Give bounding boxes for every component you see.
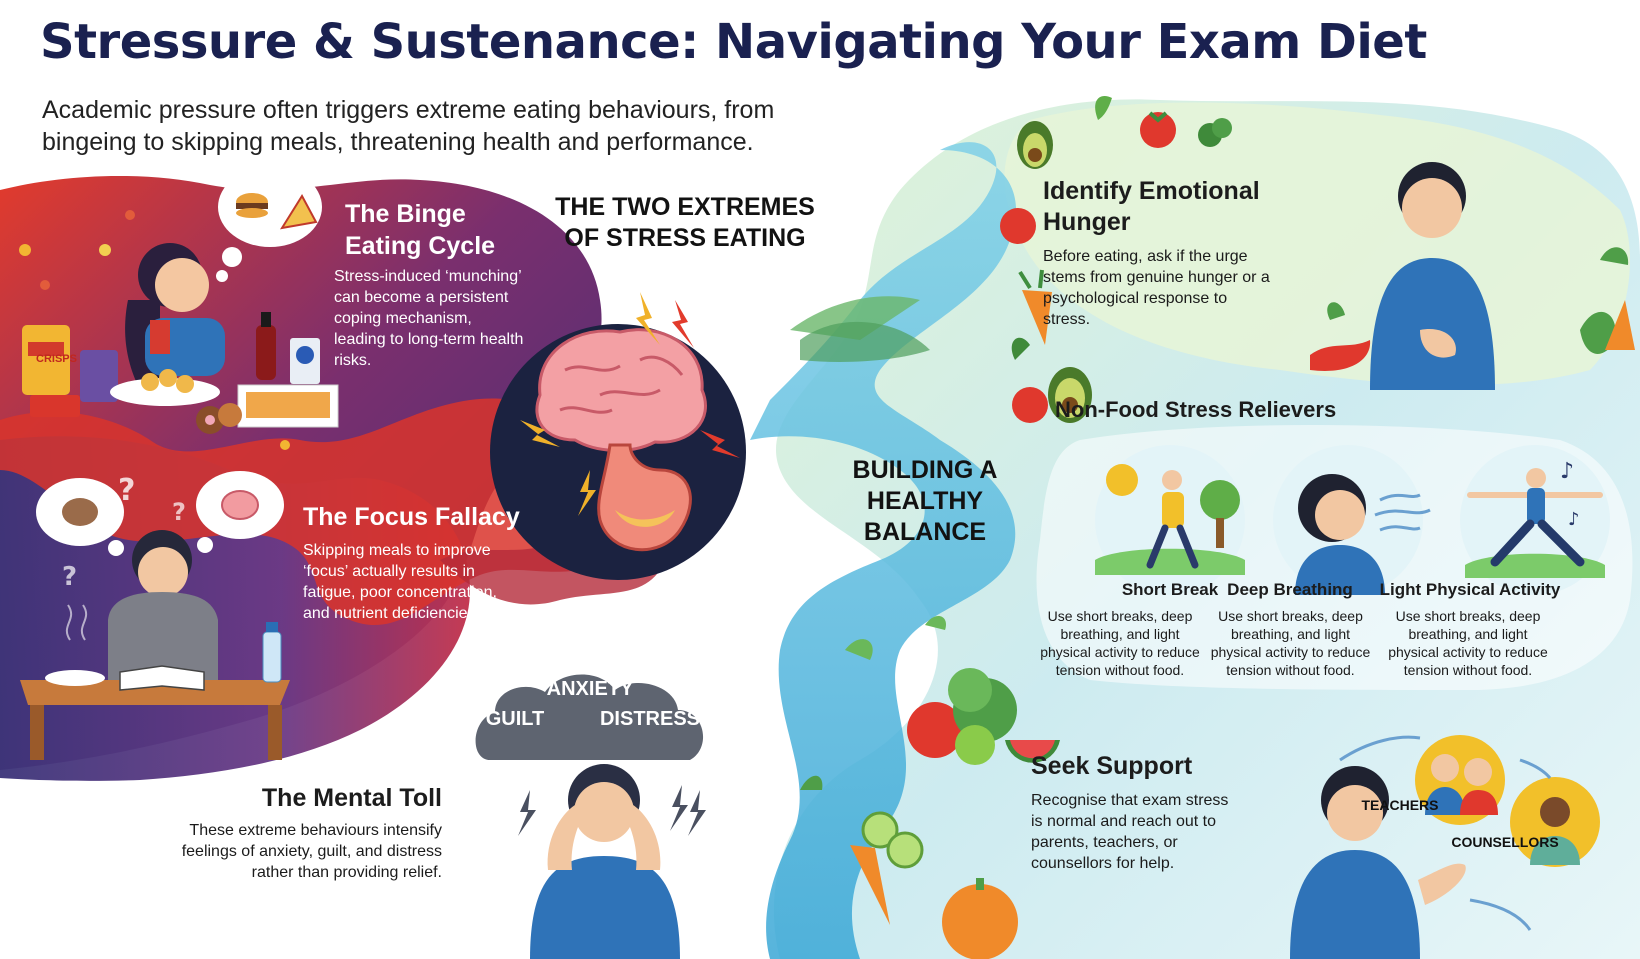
- emotional-hunger-description: Before eating, ask if the urge stems fro…: [1043, 248, 1270, 328]
- binge-eating-illustration: [19, 167, 339, 450]
- binge-title: The Binge Eating Cycle: [345, 200, 496, 260]
- teachers-label: TEACHERS: [1361, 797, 1439, 813]
- short-break-description: Use short breaks, deep breathing, and li…: [1040, 608, 1200, 678]
- light-activity-label: Light Physical Activity: [1379, 580, 1561, 599]
- deep-breathing-description: Use short breaks, deep breathing, and li…: [1210, 608, 1371, 678]
- emotional-hunger-title: Identify Emotional Hunger: [1043, 177, 1260, 236]
- deep-breathing-illustration: [1273, 445, 1431, 595]
- cloud-word-anxiety: ANXIETY: [546, 678, 634, 700]
- svg-text:?: ?: [118, 473, 135, 508]
- page-subtitle: Academic pressure often triggers extreme…: [42, 96, 775, 156]
- seek-support-description: Recognise that exam stress is normal and…: [1031, 792, 1229, 872]
- mental-toll-illustration: [475, 674, 706, 959]
- deep-breathing-label: Deep Breathing: [1227, 580, 1353, 599]
- river-illustration: [750, 142, 1017, 959]
- support-illustration: [1290, 735, 1600, 959]
- light-activity-illustration: ♪ ♪: [1460, 445, 1610, 595]
- stress-relievers-title: Non-Food Stress Relievers: [1055, 397, 1337, 422]
- binge-description: Stress-induced ‘munching’ can become a p…: [334, 268, 524, 369]
- cloud-word-distress: DISTRESS: [599, 708, 701, 730]
- light-activity-description: Use short breaks, deep breathing, and li…: [1388, 608, 1548, 678]
- short-break-illustration: [1095, 445, 1245, 595]
- healthy-food-illustration: [800, 615, 1060, 959]
- svg-text:?: ?: [172, 498, 186, 526]
- counsellors-label: COUNSELLORS: [1451, 834, 1559, 850]
- svg-text:♪: ♪: [1568, 509, 1580, 530]
- svg-text:?: ?: [62, 562, 77, 592]
- healthy-balance-heading: BUILDING A HEALTHY BALANCE: [852, 456, 998, 546]
- focus-fallacy-title: The Focus Fallacy: [303, 503, 520, 531]
- emotional-hunger-illustration: [1000, 96, 1635, 423]
- focus-fallacy-description: Skipping meals to improve ‘focus’ actual…: [303, 542, 497, 622]
- svg-text:♪: ♪: [1560, 459, 1574, 484]
- focus-fallacy-illustration: ? ? ?: [20, 471, 290, 760]
- short-break-label: Short Break: [1121, 580, 1219, 599]
- mental-toll-title: The Mental Toll: [261, 784, 442, 812]
- two-extremes-heading: THE TWO EXTREMES OF STRESS EATING: [555, 193, 815, 252]
- brain-gut-illustration: [490, 292, 746, 580]
- crisps-label: CRISPS: [36, 353, 77, 365]
- cloud-word-guilt: GUILT: [485, 708, 545, 730]
- seek-support-title: Seek Support: [1031, 752, 1193, 780]
- page-title: Stressure & Sustenance: Navigating Your …: [40, 14, 1427, 70]
- mental-toll-description: These extreme behaviours intensify feeli…: [181, 822, 442, 881]
